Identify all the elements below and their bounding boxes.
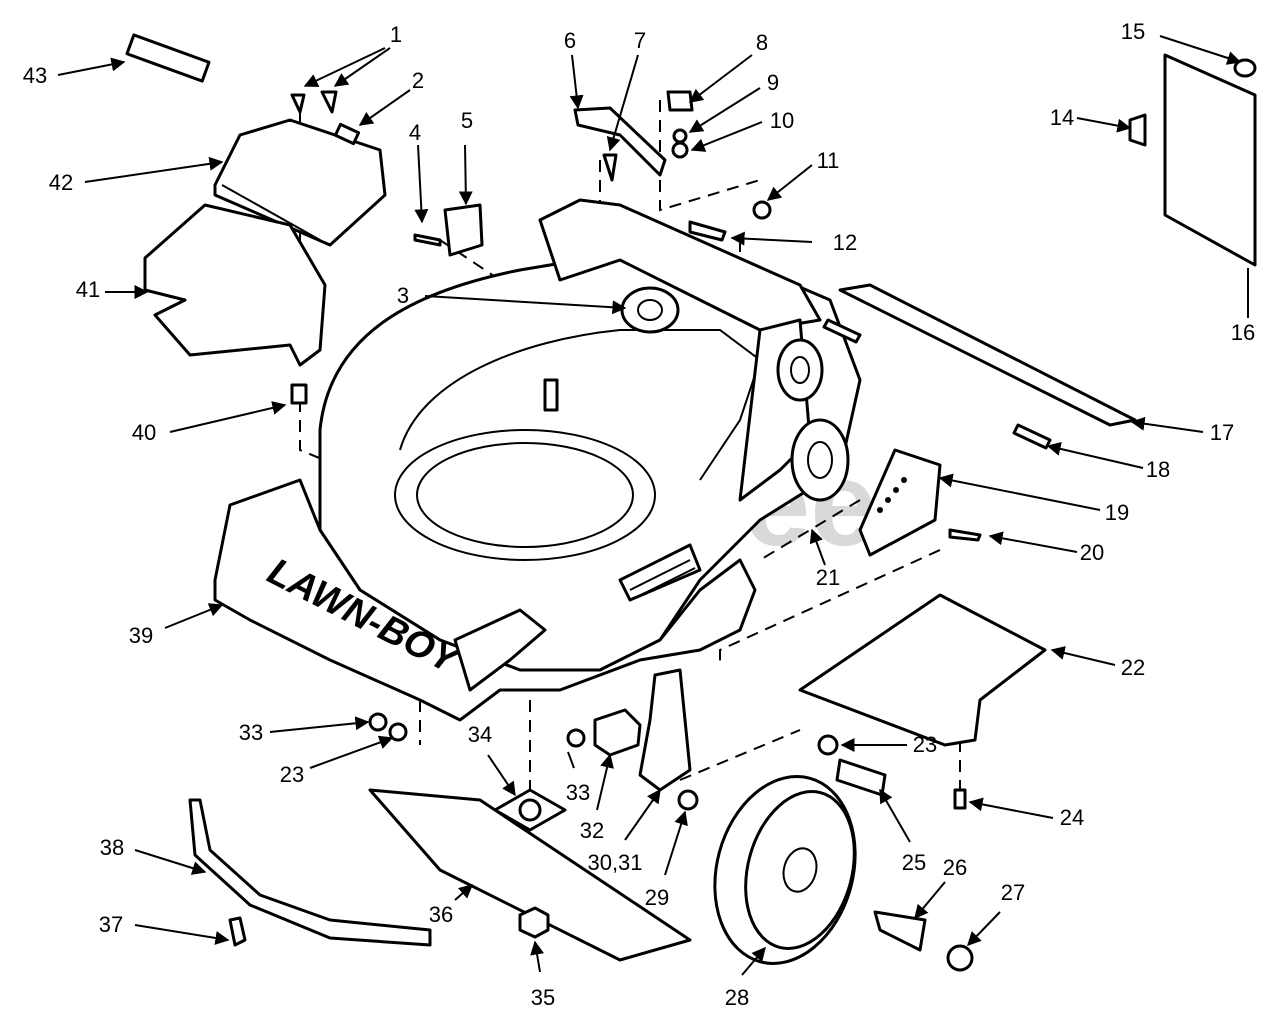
callout-28: 28 <box>725 985 749 1010</box>
callout-9: 9 <box>767 70 779 95</box>
callout-18: 18 <box>1146 457 1170 482</box>
height-adjuster <box>858 448 982 557</box>
callout-11: 11 <box>817 148 840 173</box>
callout-22: 22 <box>1121 655 1145 680</box>
callout-30-31: 30,31 <box>587 850 642 875</box>
callout-26: 26 <box>943 855 967 880</box>
callout-27: 27 <box>1001 880 1025 905</box>
callout-10: 10 <box>770 108 794 133</box>
callout-5: 5 <box>461 108 473 133</box>
callout-42: 42 <box>49 170 73 195</box>
callout-39: 39 <box>129 623 153 648</box>
callout-40: 40 <box>132 420 156 445</box>
callout-29: 29 <box>645 885 669 910</box>
wheel <box>713 775 857 965</box>
side-deflector <box>798 593 1047 747</box>
callout-1: 1 <box>390 22 402 47</box>
grass-chute <box>143 118 387 405</box>
callout-labels: 1 2 3 4 5 6 7 8 9 10 11 12 14 15 16 17 1… <box>23 19 1255 1010</box>
callout-32: 32 <box>580 818 604 843</box>
callout-23b: 23 <box>280 762 304 787</box>
mower-deck <box>318 198 862 672</box>
callout-16: 16 <box>1231 320 1255 345</box>
callout-41: 41 <box>76 277 100 302</box>
callout-21: 21 <box>816 565 840 590</box>
callout-3: 3 <box>397 283 409 308</box>
callout-38: 38 <box>100 835 124 860</box>
hinge-bar <box>822 283 1137 450</box>
callout-36: 36 <box>429 902 453 927</box>
callout-43: 43 <box>23 63 47 88</box>
callout-2: 2 <box>412 68 424 93</box>
lower-hardware <box>188 668 974 972</box>
callout-12: 12 <box>833 230 857 255</box>
callout-20: 20 <box>1080 540 1104 565</box>
callout-37: 37 <box>99 912 123 937</box>
callout-7: 7 <box>634 28 646 53</box>
callout-15: 15 <box>1121 19 1145 44</box>
callout-6: 6 <box>564 28 576 53</box>
callout-19: 19 <box>1105 500 1129 525</box>
rear-shield <box>1128 53 1257 267</box>
callout-33: 33 <box>566 780 590 805</box>
callout-25: 25 <box>902 850 926 875</box>
leader-lines <box>57 35 1249 976</box>
callout-35: 35 <box>531 985 555 1010</box>
callout-34: 34 <box>468 722 492 747</box>
callout-33b: 33 <box>239 720 263 745</box>
callout-4: 4 <box>409 120 421 145</box>
callout-23: 23 <box>913 732 937 757</box>
callout-24: 24 <box>1060 805 1084 830</box>
callout-8: 8 <box>756 30 768 55</box>
top-hardware <box>125 33 772 257</box>
callout-14: 14 <box>1050 105 1074 130</box>
callout-17: 17 <box>1210 420 1234 445</box>
